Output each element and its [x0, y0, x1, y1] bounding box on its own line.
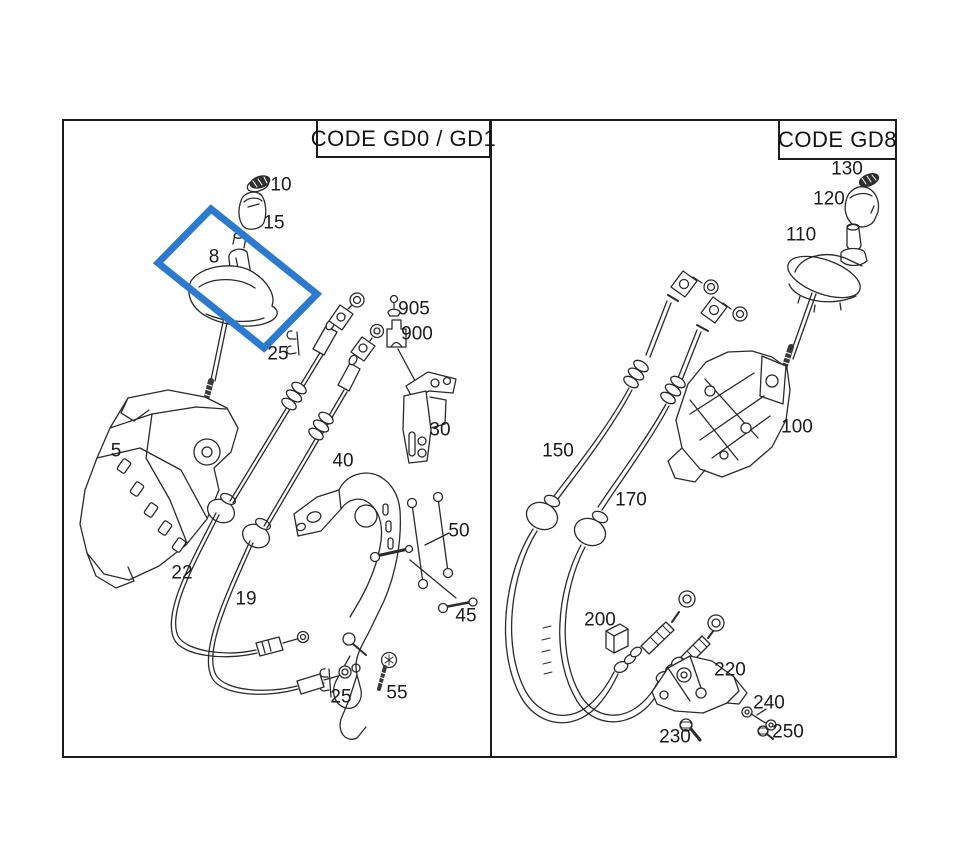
part-905-pin-drawing[interactable]	[387, 294, 401, 317]
part-45-bolt-drawing[interactable]	[437, 597, 478, 614]
part-label-gd8-110[interactable]: 110	[785, 224, 817, 246]
part-label-gd0-55[interactable]: 55	[386, 682, 408, 704]
part-label-gd0-905[interactable]: 905	[398, 298, 430, 320]
part-15-knob-drawing[interactable]	[238, 191, 267, 230]
part-label-gd0-40[interactable]: 40	[332, 450, 354, 472]
part-label-gd0-30[interactable]: 30	[429, 419, 451, 441]
panel-divider	[490, 119, 492, 758]
part-label-gd8-240[interactable]: 240	[753, 692, 785, 714]
part-130-cap-drawing[interactable]	[858, 171, 881, 189]
part-label-gd8-230[interactable]: 230	[659, 726, 691, 748]
part-label-gd0-22[interactable]: 22	[171, 562, 193, 584]
panel-title-gd0-gd1-label: CODE GD0 / GD1	[310, 125, 497, 151]
part-55-screw-drawing[interactable]	[377, 651, 398, 691]
panel-title-gd0-gd1: CODE GD0 / GD1	[311, 119, 496, 158]
cable-22-loop-drawing[interactable]	[170, 512, 310, 658]
part-50-rods-drawing[interactable]	[406, 491, 454, 590]
part-100-bracket-drawing[interactable]	[667, 350, 791, 483]
part-label-gd8-100[interactable]: 100	[781, 416, 813, 438]
part-label-gd8-130[interactable]: 130	[831, 158, 863, 180]
part-220-bracket-drawing[interactable]	[651, 655, 748, 714]
part-25-upper-clip-drawing[interactable]	[286, 330, 300, 356]
part-label-gd8-250[interactable]: 250	[772, 721, 804, 743]
cable-19-upper-drawing[interactable]	[263, 323, 385, 529]
cable-22-upper-drawing[interactable]	[229, 292, 365, 504]
part-label-gd0-45[interactable]: 45	[455, 605, 477, 627]
part-30-bracket-drawing[interactable]	[402, 371, 457, 464]
part-240-link-drawing[interactable]	[741, 706, 777, 731]
part-label-gd0-5[interactable]: 5	[110, 440, 122, 462]
panel-title-gd8: CODE GD8	[778, 119, 897, 160]
part-200-cube-drawing[interactable]	[605, 623, 629, 654]
part-8-shift-boot-drawing[interactable]	[188, 231, 278, 327]
part-120-knob-drawing[interactable]	[844, 186, 880, 228]
part-110-housing-drawing[interactable]	[782, 223, 868, 313]
part-label-gd0-8[interactable]: 8	[208, 246, 220, 268]
part-10-cap-drawing[interactable]	[246, 174, 272, 194]
part-40-bracket-drawing[interactable]	[293, 472, 457, 740]
part-label-gd0-900[interactable]: 900	[401, 323, 433, 345]
part-250-bolt-drawing[interactable]	[757, 725, 774, 740]
part-label-gd0-10[interactable]: 10	[270, 174, 292, 196]
part-230-bolt-drawing[interactable]	[679, 718, 702, 742]
part-label-gd0-25b[interactable]: 25	[330, 686, 352, 708]
part-label-gd0-19[interactable]: 19	[235, 588, 257, 610]
part-label-gd0-25a[interactable]: 25	[267, 343, 289, 365]
part-label-gd8-170[interactable]: 170	[615, 489, 647, 511]
cable-19-loop-drawing[interactable]	[207, 540, 352, 695]
part-label-gd8-150[interactable]: 150	[542, 440, 574, 462]
part-5-shifter-assembly-drawing[interactable]	[79, 389, 239, 589]
highlight-box	[152, 204, 323, 353]
part-label-gd8-220[interactable]: 220	[714, 659, 746, 681]
cable-150-drawing[interactable]	[504, 270, 719, 724]
cable-grommet-left-drawing[interactable]	[203, 491, 273, 552]
part-label-gd8-120[interactable]: 120	[813, 188, 845, 210]
panel-title-gd8-label: CODE GD8	[778, 126, 897, 152]
part-label-gd0-50[interactable]: 50	[448, 520, 470, 542]
part-label-gd8-200[interactable]: 200	[584, 609, 616, 631]
part-label-gd0-15[interactable]: 15	[263, 212, 285, 234]
part-8-selector-rod-drawing[interactable]	[203, 316, 229, 403]
